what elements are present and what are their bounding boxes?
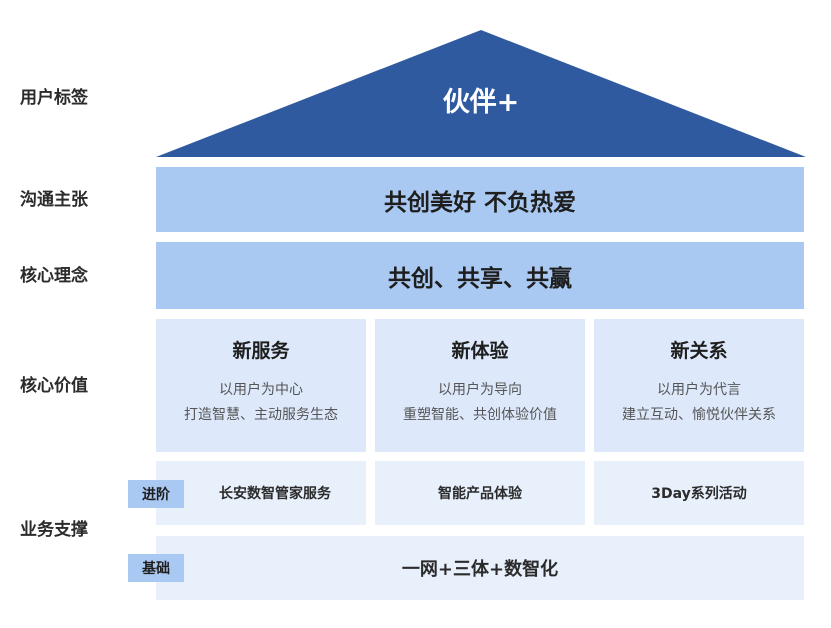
value-line: 以用户为代言 — [657, 382, 741, 398]
side-label-communication: 沟通主张 — [20, 190, 88, 210]
roof-triangle — [156, 30, 806, 157]
tag-basic: 基础 — [128, 554, 184, 582]
tag-advanced: 进阶 — [128, 480, 184, 508]
value-box-new-relationship: 新关系 以用户为代言 建立互动、愉悦伙伴关系 — [594, 319, 804, 452]
side-label-value: 核心价值 — [20, 376, 88, 396]
side-label-user-tag: 用户标签 — [20, 88, 88, 108]
value-box-new-service: 新服务 以用户为中心 打造智慧、主动服务生态 — [156, 319, 366, 452]
value-line: 重塑智能、共创体验价值 — [403, 407, 557, 423]
concept-band: 共创、共享、共赢 — [156, 242, 804, 309]
value-line: 建立互动、愉悦伙伴关系 — [622, 407, 776, 423]
support-advanced-item-1: 长安数智管家服务 — [156, 461, 366, 525]
support-advanced-item-3: 3Day系列活动 — [594, 461, 804, 525]
support-advanced-item-2: 智能产品体验 — [375, 461, 585, 525]
value-line: 以用户为导向 — [438, 382, 522, 398]
roof-shape — [156, 30, 806, 157]
support-item-label: 长安数智管家服务 — [219, 486, 331, 502]
roof-title: 伙伴+ — [442, 87, 520, 118]
value-line: 打造智慧、主动服务生态 — [184, 407, 338, 423]
side-label-support: 业务支撑 — [20, 520, 88, 540]
value-line: 以用户为中心 — [219, 382, 303, 398]
value-title: 新服务 — [232, 340, 290, 362]
support-basic-item: 一网+三体+数智化 — [156, 536, 804, 600]
side-label-concept: 核心理念 — [20, 266, 88, 286]
value-title: 新体验 — [451, 340, 509, 362]
slogan-band: 共创美好 不负热爱 — [156, 167, 804, 232]
value-title: 新关系 — [670, 340, 728, 362]
value-box-new-experience: 新体验 以用户为导向 重塑智能、共创体验价值 — [375, 319, 585, 452]
